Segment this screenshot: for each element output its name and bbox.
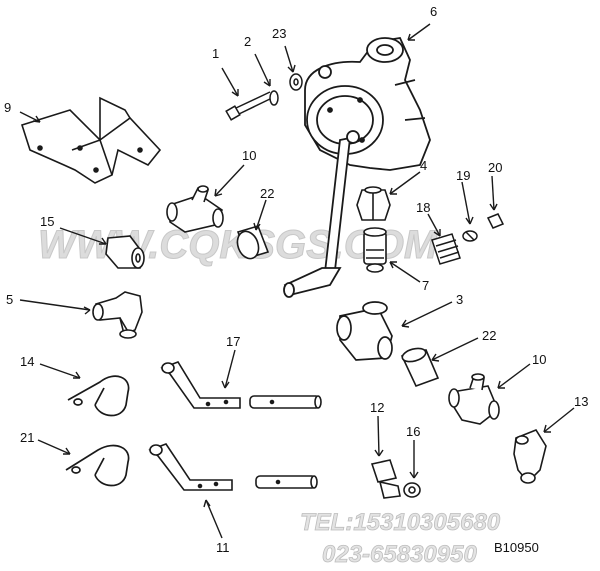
callout-3: 3: [456, 292, 463, 307]
part-17-tube: [160, 361, 322, 409]
part-15-fitting: [105, 235, 145, 269]
part-10-tee-lower: [448, 373, 500, 425]
part-3-tee: [336, 301, 393, 361]
callout-16: 16: [406, 424, 420, 439]
callout-9: 9: [4, 100, 11, 115]
part-2-lockwasher: [269, 90, 279, 106]
leader-arrows: [19, 23, 575, 539]
callout-11: 11: [216, 540, 230, 555]
part-10-tee-upper: [166, 185, 224, 233]
callout-14: 14: [20, 354, 34, 369]
callout-15: 15: [40, 214, 54, 229]
part-23-washer: [289, 73, 303, 91]
callout-numbers: 1 2 23 6 9 10 4 22 19 20 15 18 7 5 3 22 …: [4, 4, 588, 555]
callout-13: 13: [574, 394, 588, 409]
part-16-washer: [403, 482, 421, 498]
callout-22-lower: 22: [482, 328, 496, 343]
part-5-elbow: [92, 291, 143, 339]
part-7-fitting: [363, 227, 387, 273]
figure-code: B10950: [494, 540, 539, 555]
part-6-pump-assembly: [283, 37, 431, 298]
part-4-nipple: [356, 186, 391, 221]
watermark-tel: TEL:15310305680: [300, 509, 501, 536]
part-11-tube: [148, 443, 318, 491]
callout-1: 1: [212, 46, 219, 61]
callout-4: 4: [420, 158, 427, 173]
callout-23: 23: [272, 26, 286, 41]
callout-10-upper: 10: [242, 148, 256, 163]
part-1-bolt: [225, 91, 273, 121]
callout-18: 18: [416, 200, 430, 215]
part-13-elbow: [513, 429, 547, 484]
part-20-plug: [486, 213, 505, 229]
callout-6: 6: [430, 4, 437, 19]
part-22-sleeve-upper: [236, 225, 270, 260]
callout-21: 21: [20, 430, 34, 445]
watermark-phone: 023-65830950: [322, 541, 477, 568]
callout-19: 19: [456, 168, 470, 183]
callout-12: 12: [370, 400, 384, 415]
part-22-sleeve-lower: [400, 347, 440, 388]
callout-7: 7: [422, 278, 429, 293]
part-9-bracket: [20, 96, 162, 184]
callout-5: 5: [6, 292, 13, 307]
part-18-fitting: [431, 233, 461, 265]
callout-22-upper: 22: [260, 186, 274, 201]
callout-10-lower: 10: [532, 352, 546, 367]
part-14-clamp: [67, 375, 130, 417]
callout-2: 2: [244, 34, 251, 49]
part-19-connector: [462, 230, 478, 242]
callout-20: 20: [488, 160, 502, 175]
part-21-clamp: [65, 444, 130, 487]
part-12-fitting: [370, 459, 401, 499]
callout-17: 17: [226, 334, 240, 349]
